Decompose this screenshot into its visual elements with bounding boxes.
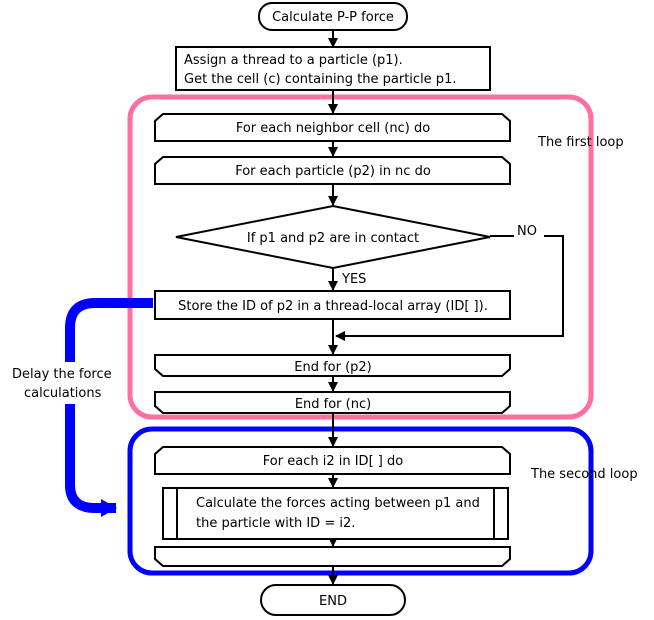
for-p2-label: For each particle (p2) in nc do bbox=[235, 164, 431, 179]
no-branch-line bbox=[490, 235, 564, 337]
end-p2-label: End for (p2) bbox=[294, 360, 372, 375]
first-loop-label: The first loop bbox=[537, 135, 624, 150]
assign-line-2: Get the cell (c) containing the particle… bbox=[184, 72, 456, 87]
yes-label: YES bbox=[341, 272, 366, 287]
for-i2-label: For each i2 in ID[ ] do bbox=[263, 454, 403, 469]
for-i2-loop-start bbox=[154, 446, 511, 475]
start-label: Calculate P-P force bbox=[272, 10, 394, 25]
end-label: END bbox=[319, 594, 347, 609]
delay-line-1: Delay the force bbox=[12, 367, 112, 382]
no-label: NO bbox=[517, 224, 537, 239]
end-p2-loop-end bbox=[154, 354, 511, 377]
contact-decision bbox=[175, 204, 491, 270]
second-loop-label: The second loop bbox=[530, 467, 638, 482]
calc-line-1: Calculate the forces acting between p1 a… bbox=[196, 496, 480, 511]
delay-arrow bbox=[65, 298, 153, 517]
assign-line-1: Assign a thread to a particle (p1). bbox=[184, 53, 403, 68]
for-nc-label: For each neighbor cell (nc) do bbox=[236, 121, 430, 136]
assign-process-box bbox=[175, 46, 491, 91]
first-loop-region bbox=[127, 94, 594, 420]
end-i2-loop-end bbox=[154, 546, 511, 567]
end-nc-loop-end bbox=[154, 391, 511, 414]
for-p2-loop-start bbox=[154, 156, 511, 185]
calc-line-2: the particle with ID = i2. bbox=[196, 516, 355, 531]
start-terminal bbox=[258, 2, 408, 31]
for-nc-loop-start bbox=[154, 113, 511, 142]
decision-label: If p1 and p2 are in contact bbox=[247, 231, 419, 246]
store-label: Store the ID of p2 in a thread-local arr… bbox=[178, 299, 488, 314]
store-process-box bbox=[154, 290, 511, 320]
second-loop-region bbox=[127, 426, 594, 576]
calc-forces-box bbox=[162, 487, 509, 540]
end-nc-label: End for (nc) bbox=[295, 397, 371, 412]
end-terminal bbox=[260, 584, 406, 616]
delay-line-2: calculations bbox=[24, 386, 102, 401]
